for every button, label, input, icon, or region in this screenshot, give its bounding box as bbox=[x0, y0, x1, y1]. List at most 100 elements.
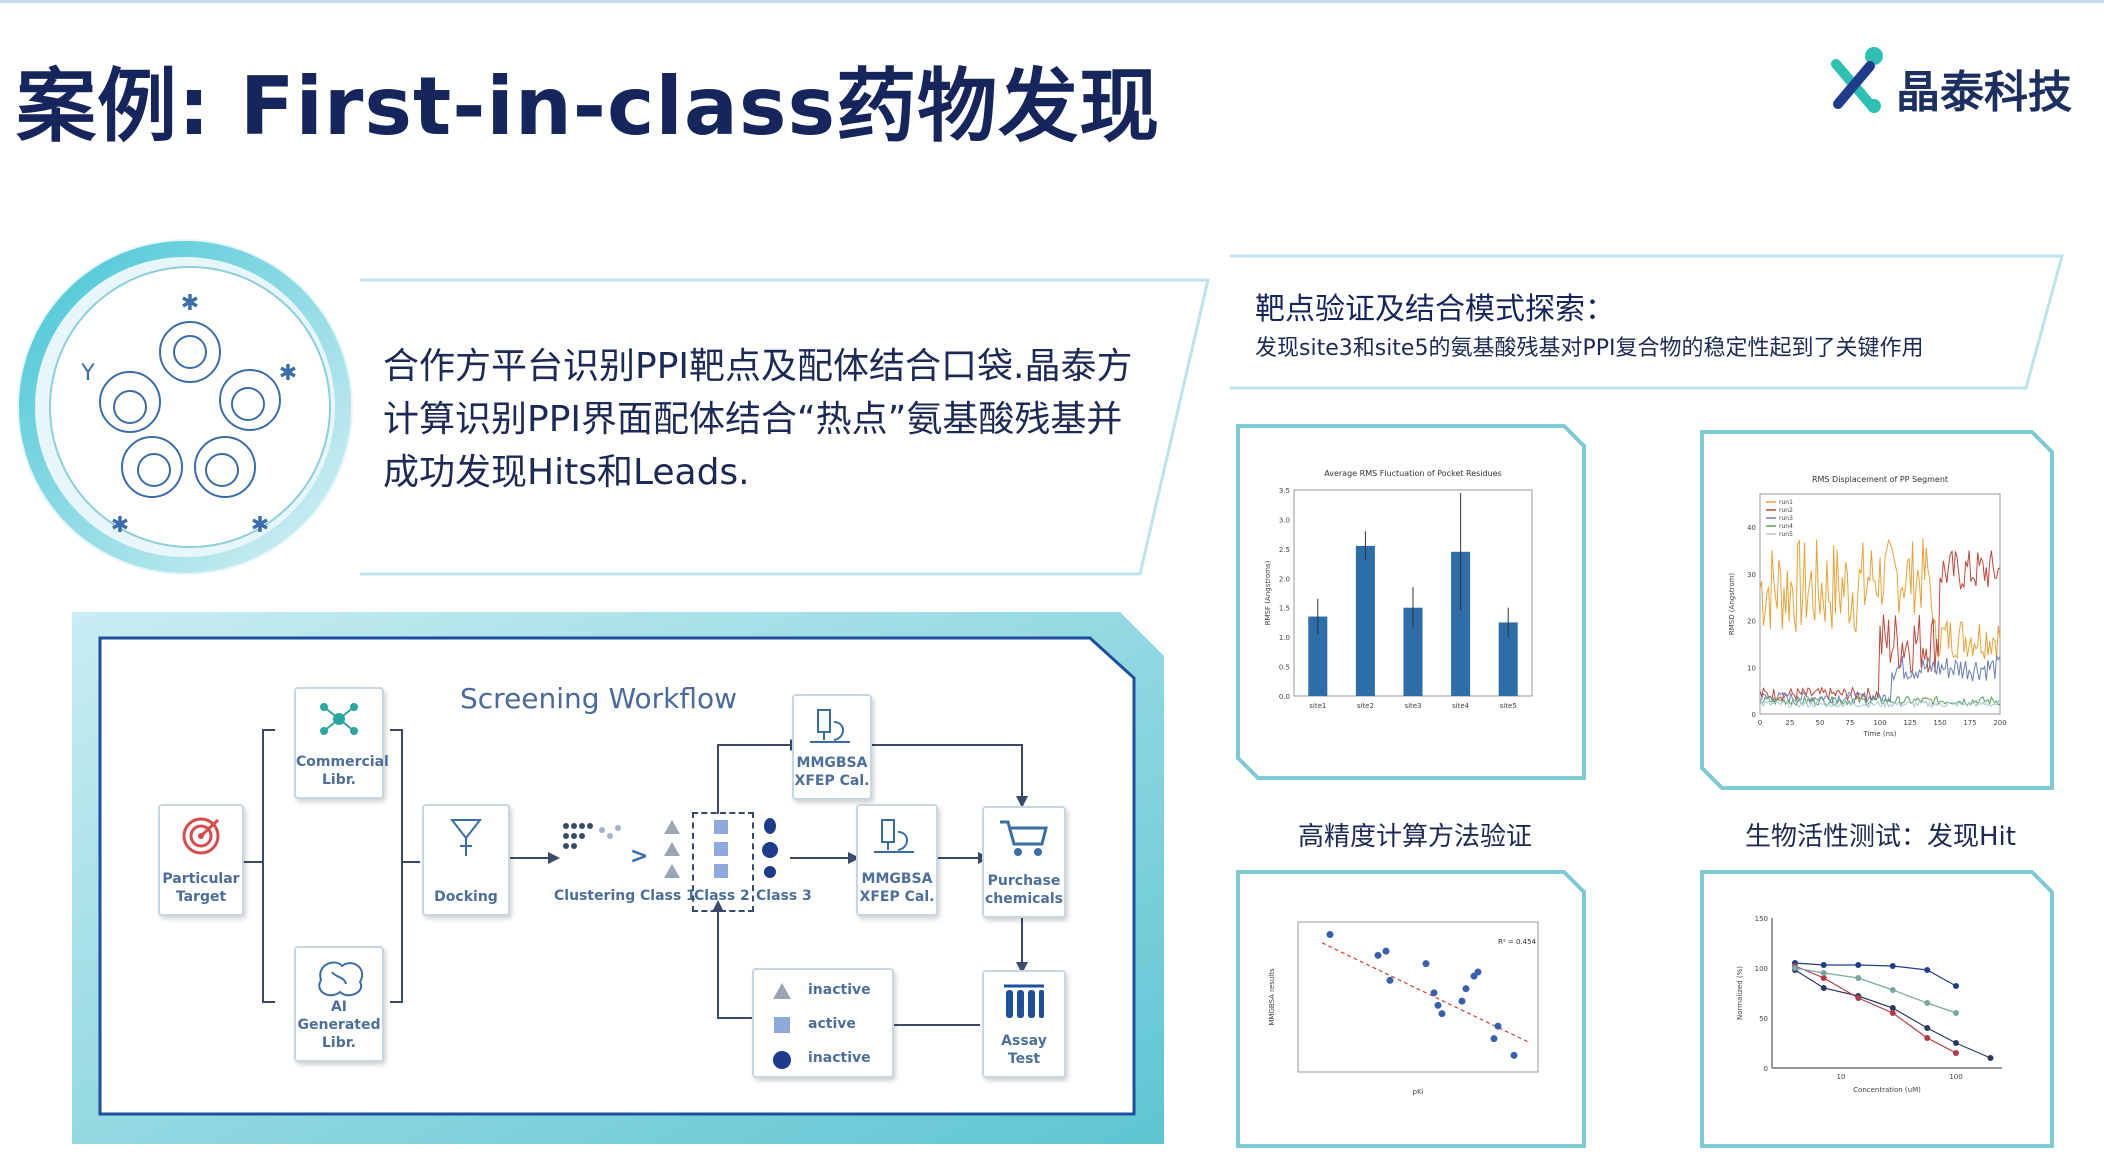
logo-text: 晶泰科技 bbox=[1896, 67, 2072, 118]
y-tick-label: 1.5 bbox=[1279, 605, 1290, 613]
x-tick-label: site3 bbox=[1404, 702, 1421, 710]
scatter-point bbox=[1430, 989, 1438, 997]
y-tick-label: 20 bbox=[1747, 618, 1756, 626]
legend-label: inactive bbox=[808, 982, 871, 998]
y-tick-label: 0.0 bbox=[1279, 693, 1290, 701]
x-tick-label: site1 bbox=[1309, 702, 1326, 710]
intro-text: 合作方平台识别PPI靶点及配体结合口袋.晶泰方计算识别PPI界面配体结合“热点”… bbox=[383, 346, 1133, 493]
x-tick-label: 10 bbox=[1837, 1073, 1846, 1081]
data-point bbox=[1820, 975, 1827, 981]
x-tick-label: 25 bbox=[1786, 719, 1795, 727]
validation-subheading: 发现site3和site5的氨基酸残基对PPI复合物的稳定性起到了关键作用 bbox=[1255, 336, 1924, 361]
caption-bioactivity: 生物活性测试：发现Hit bbox=[1745, 822, 2016, 852]
scatter-point bbox=[1382, 947, 1390, 955]
y-tick-label: 40 bbox=[1747, 524, 1756, 532]
particular-target-box: Particular Target bbox=[158, 804, 244, 916]
commercial-libr-box: Commercial Libr. bbox=[294, 687, 389, 799]
series-line bbox=[1759, 655, 2001, 705]
test-tubes-icon bbox=[1004, 984, 1044, 1018]
ai-generated-libr-label: AI Generated Libr. bbox=[297, 999, 381, 1051]
y-axis-label: MMGBSA results bbox=[1268, 968, 1276, 1026]
class3-circles-icon bbox=[762, 818, 778, 878]
legend-label: run1 bbox=[1779, 499, 1793, 506]
data-point bbox=[1855, 962, 1862, 968]
scatter-point bbox=[1474, 968, 1482, 976]
clustering-label: Clustering bbox=[554, 888, 636, 904]
class2-selection-box bbox=[692, 812, 754, 912]
microscope-icon bbox=[810, 709, 850, 743]
svg-text:✱: ✱ bbox=[111, 513, 129, 538]
svg-text:✱: ✱ bbox=[279, 361, 297, 386]
legend-row: inactive bbox=[772, 982, 871, 1004]
x-axis-label: pKi bbox=[1413, 1088, 1424, 1096]
scatter-point bbox=[1326, 931, 1334, 938]
legend-label: active bbox=[808, 1016, 856, 1032]
legend-label: run3 bbox=[1779, 515, 1793, 522]
chart-rmsd: RMS Displacement of PP Segment0102030400… bbox=[1728, 475, 2007, 738]
particular-target-label: Particular Target bbox=[162, 871, 240, 905]
data-point bbox=[1953, 1010, 1959, 1016]
chart-frame-doseresponse bbox=[1700, 870, 2054, 1148]
clustering-dots-icon bbox=[563, 823, 621, 849]
scatter-point bbox=[1458, 997, 1466, 1005]
chart-title: RMS Displacement of PP Segment bbox=[1812, 475, 1948, 484]
legend-label: run2 bbox=[1779, 507, 1793, 514]
assay-test-label: Assay Test bbox=[1001, 1033, 1047, 1067]
x-tick-label: site5 bbox=[1500, 702, 1517, 710]
bar bbox=[1451, 551, 1471, 696]
scatter-point bbox=[1438, 1010, 1446, 1018]
y-tick-label: 0 bbox=[1752, 711, 1756, 719]
data-point bbox=[1924, 1035, 1931, 1041]
docking-icon bbox=[449, 819, 483, 856]
class1-triangles-icon bbox=[664, 820, 680, 878]
target-icon bbox=[182, 817, 220, 855]
class2-label: Class 2 bbox=[694, 888, 750, 904]
purchase-chemicals-label: Purchase chemicals bbox=[984, 873, 1064, 907]
data-point bbox=[1924, 1025, 1931, 1031]
mmgbsa-mid-label: MMGBSA XFEP Cal. bbox=[859, 871, 935, 905]
square-icon bbox=[774, 1017, 790, 1033]
network-icon bbox=[320, 703, 358, 735]
right-banner-frame bbox=[1230, 254, 2064, 390]
legend-label: run4 bbox=[1779, 523, 1793, 530]
data-point bbox=[1889, 963, 1896, 969]
legend-label: inactive bbox=[808, 1050, 871, 1066]
y-tick-label: 2.5 bbox=[1279, 546, 1290, 554]
data-point bbox=[1820, 985, 1827, 991]
scatter-point bbox=[1494, 1022, 1502, 1030]
x-tick-label: 175 bbox=[1963, 719, 1976, 727]
company-logo: 晶泰科技 bbox=[1830, 44, 2090, 124]
purchase-chemicals-box: Purchase chemicals bbox=[982, 806, 1066, 918]
data-point bbox=[1889, 987, 1896, 993]
legend-row: inactive bbox=[772, 1050, 871, 1074]
class-legend: inactive active inactive bbox=[752, 968, 894, 1078]
y-tick-label: 3.5 bbox=[1279, 487, 1290, 495]
scatter-point bbox=[1422, 960, 1430, 968]
x-tick-label: 200 bbox=[1993, 719, 2006, 727]
r2-annotation: R² = 0.454 bbox=[1498, 938, 1537, 946]
data-point bbox=[1820, 970, 1827, 976]
logo-mark-icon bbox=[1831, 47, 1883, 113]
y-tick-label: 0 bbox=[1764, 1065, 1768, 1073]
slide-title: 案例: First-in-class药物发现 bbox=[16, 60, 1161, 153]
bar bbox=[1308, 616, 1328, 696]
data-point bbox=[1953, 1040, 1959, 1046]
plot-area bbox=[1759, 493, 2001, 715]
series-line bbox=[1759, 549, 2001, 703]
series-line bbox=[1759, 699, 2001, 709]
data-point bbox=[1924, 1000, 1931, 1006]
x-tick-label: site4 bbox=[1452, 702, 1470, 710]
x-axis-label: Time (ns) bbox=[1863, 730, 1897, 738]
data-point bbox=[1924, 967, 1931, 973]
chart-scatter: R² = 0.454 pKi MMGBSA results bbox=[1268, 921, 1539, 1096]
y-axis-label: Normalized (%) bbox=[1736, 966, 1744, 1020]
svg-text:Y: Y bbox=[80, 361, 95, 386]
x-tick-label: 0 bbox=[1758, 719, 1762, 727]
bar bbox=[1498, 622, 1518, 696]
chart-frame-scatter bbox=[1236, 870, 1586, 1148]
class1-label: Class 1 bbox=[640, 888, 696, 904]
top-border bbox=[0, 0, 2104, 3]
scatter-point bbox=[1374, 951, 1382, 959]
commercial-libr-label: Commercial Libr. bbox=[296, 754, 389, 788]
